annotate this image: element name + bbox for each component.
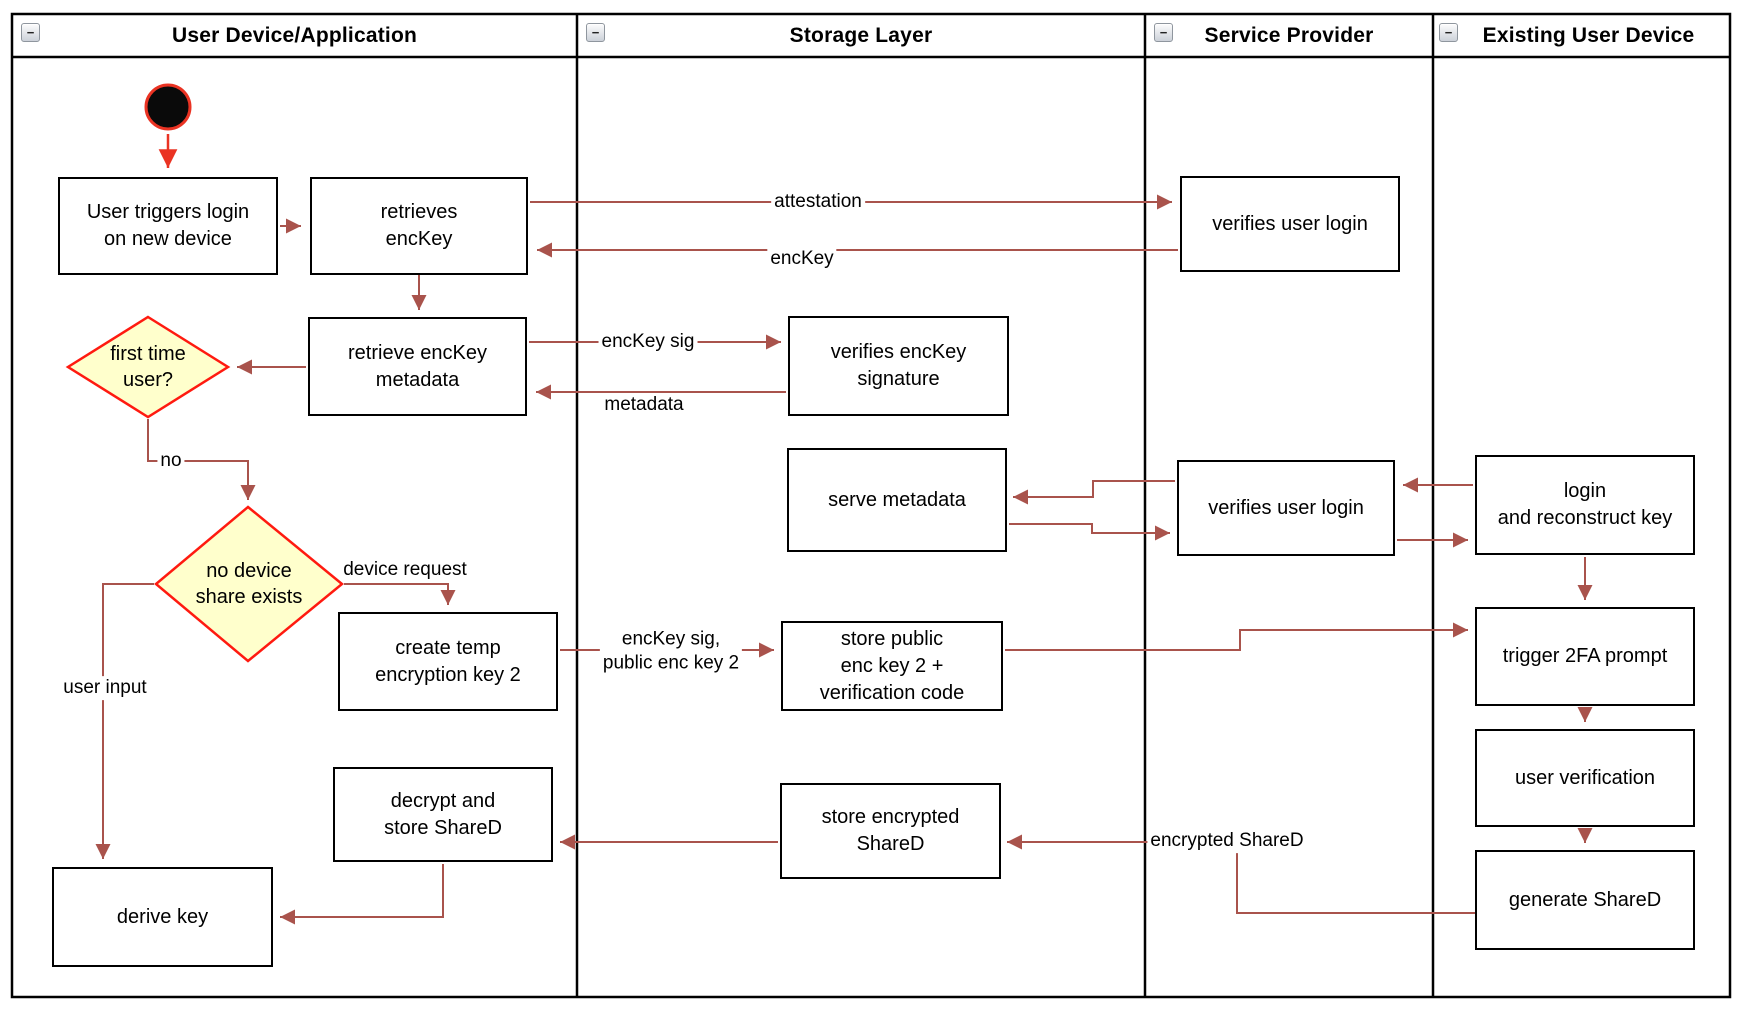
edge-label-user-input: user input [60,676,150,700]
edge-label-encrypted-shared: encrypted ShareD [1147,829,1307,853]
lane-header-existing-user-device[interactable]: − Existing User Device [1433,15,1730,57]
collapse-icon[interactable]: − [21,23,40,42]
edge-store-public-to-2fa[interactable] [1005,622,1468,651]
lane-title-storage-layer: Storage Layer [789,24,933,47]
node-trigger-2fa-prompt[interactable]: trigger 2FA prompt [1475,607,1695,706]
lane-header-service-provider[interactable]: − Service Provider [1145,15,1433,57]
lane-header-storage-layer[interactable]: − Storage Layer [577,15,1145,57]
node-verifies-user-login-top[interactable]: verifies user login [1180,176,1400,272]
swimlane-frame [10,12,1732,999]
edge-device-request[interactable] [344,583,456,605]
edge-verifies-to-serve-metadata[interactable] [1013,480,1175,505]
decision-label-first-time-user: first time user? [110,343,186,391]
decision-label-no-device-share: no device share exists [195,560,303,608]
edge-serve-metadata-to-verifies[interactable] [1009,523,1170,541]
edge-decrypt-to-derive[interactable] [280,864,444,925]
collapse-icon[interactable]: − [586,23,605,42]
node-verifies-user-login-mid[interactable]: verifies user login [1177,460,1395,556]
start-node[interactable] [144,83,192,131]
edge-label-enckey: encKey [767,247,837,271]
node-user-triggers-login[interactable]: User triggers login on new device [58,177,278,275]
decision-first-time-user[interactable] [65,315,231,419]
node-store-public-key[interactable]: store public enc key 2 + verification co… [781,621,1003,711]
edge-label-device-request: device request [343,559,467,581]
node-generate-shared[interactable]: generate ShareD [1475,850,1695,950]
node-login-reconstruct-key[interactable]: login and reconstruct key [1475,455,1695,555]
node-create-temp-key[interactable]: create temp encryption key 2 [338,612,558,711]
edge-label-enckey-sig: encKey sig [598,330,698,354]
node-store-encrypted-shared[interactable]: store encrypted ShareD [780,783,1001,879]
node-retrieve-enckey-metadata[interactable]: retrieve encKey metadata [308,317,527,416]
edge-user-input[interactable] [95,583,154,859]
edge-label-enckey-sig-pub: encKey sig, public enc key 2 [599,627,743,675]
node-derive-key[interactable]: derive key [52,867,273,967]
decision-no-device-share[interactable] [154,505,344,663]
edge-label-metadata: metadata [604,394,684,416]
node-verifies-enckey-signature[interactable]: verifies encKey signature [788,316,1009,416]
lane-title-existing-user-device: Existing User Device [1482,24,1695,47]
node-decrypt-store-shared[interactable]: decrypt and store ShareD [333,767,553,862]
node-serve-metadata[interactable]: serve metadata [787,448,1007,552]
edge-label-no: no [157,449,185,473]
edge-label-attestation: attestation [771,190,865,214]
node-retrieves-enckey[interactable]: retrieves encKey [310,177,528,275]
lane-title-user-device: User Device/Application [171,24,417,47]
collapse-icon[interactable]: − [1154,23,1173,42]
collapse-icon[interactable]: − [1439,23,1458,42]
lane-title-service-provider: Service Provider [1204,24,1374,47]
lane-header-user-device[interactable]: − User Device/Application [12,15,577,57]
node-user-verification[interactable]: user verification [1475,729,1695,827]
edge-no-path[interactable] [147,419,256,500]
edge-generate-to-store-encrypted[interactable] [1007,834,1475,914]
